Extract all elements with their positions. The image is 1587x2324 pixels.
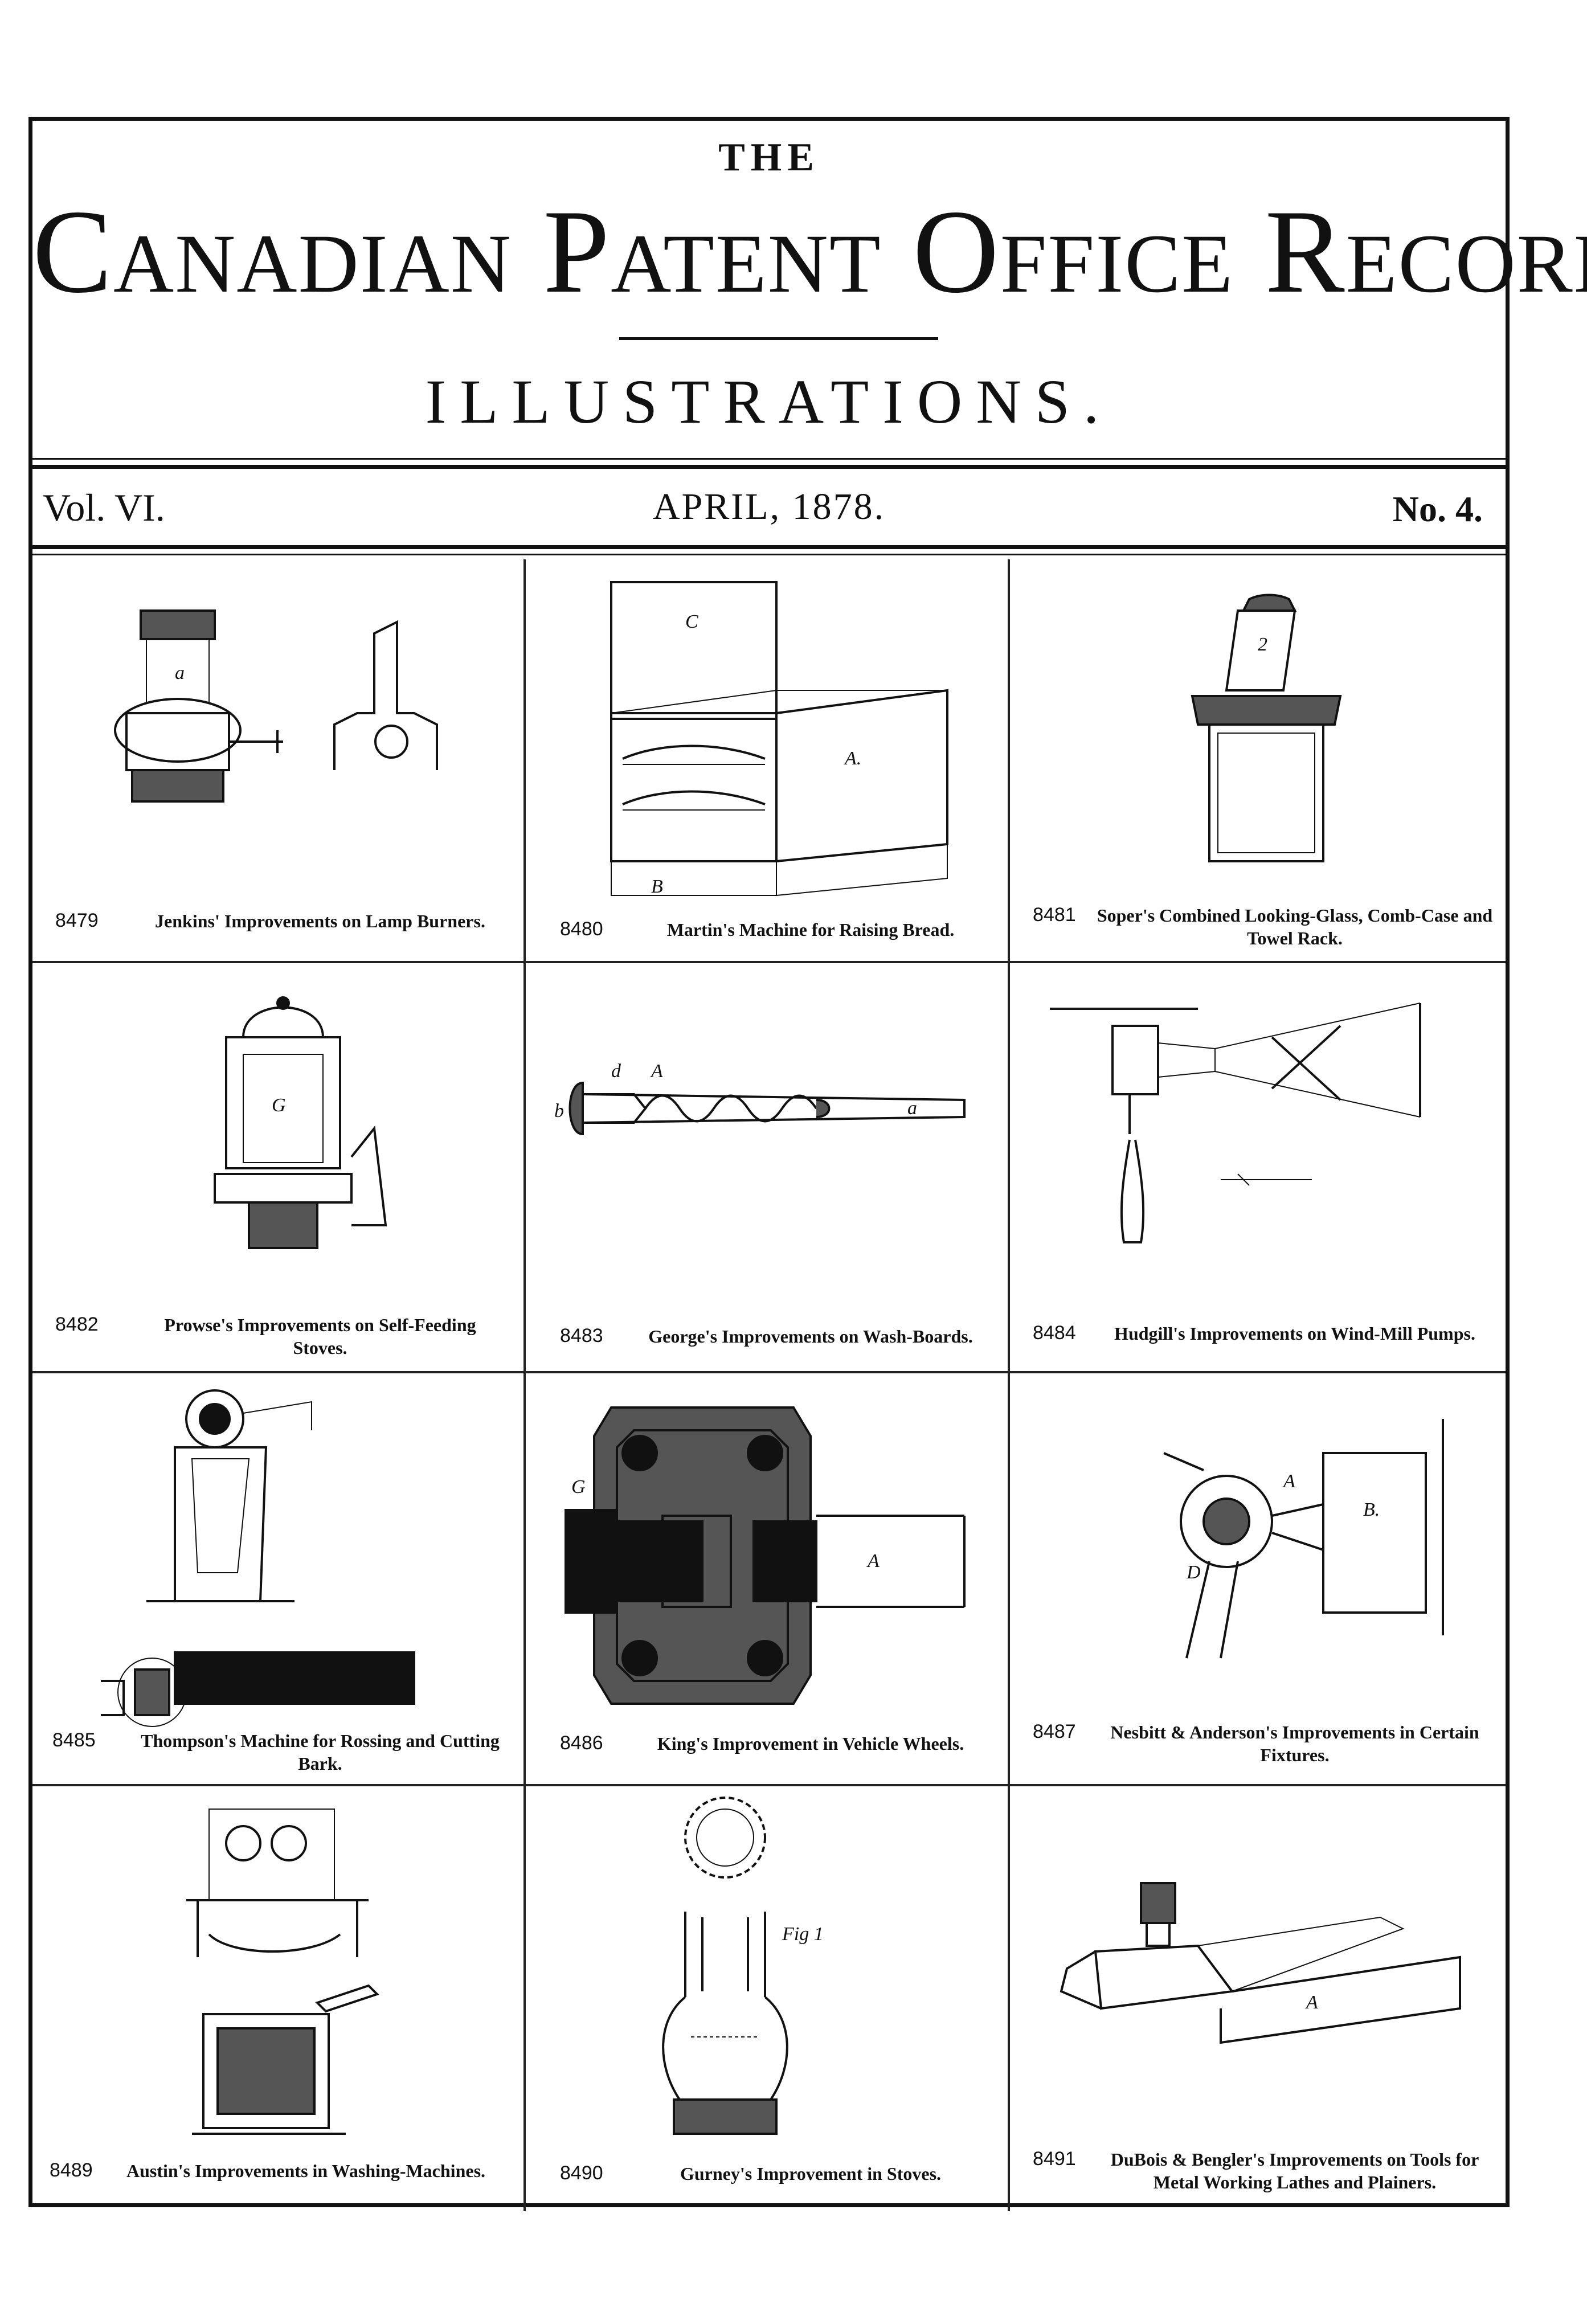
patent-number: 8480 <box>560 918 603 940</box>
patent-caption: Thompson's Machine for Rossing and Cutti… <box>141 1730 500 1774</box>
row-divider <box>32 1371 1506 1373</box>
stove-figure: Fig 1 <box>662 1797 824 2135</box>
washing-machine-figure <box>186 1809 379 2135</box>
patent-cell-8485: 8485 Thompson's Machine for Rossing and … <box>32 1373 523 1784</box>
svg-text:B.: B. <box>1363 1499 1380 1520</box>
header-rule-thin <box>32 458 1506 460</box>
patent-number: 8486 <box>560 1732 603 1754</box>
patent-cell-8479: a 8479 Jenkins' Improvements on Lamp Bur… <box>32 559 523 961</box>
svg-text:2: 2 <box>1258 634 1267 655</box>
svg-text:a: a <box>175 662 185 684</box>
svg-text:A: A <box>866 1550 880 1572</box>
patent-caption: Soper's Combined Looking-Glass, Comb-Cas… <box>1097 905 1493 948</box>
patent-caption: Martin's Machine for Raising Bread. <box>666 919 955 940</box>
patent-number: 8487 <box>1033 1721 1076 1742</box>
patent-cell-8487: B. A D 8487 Nesbitt & Anderson's Improveme… <box>1010 1373 1506 1784</box>
svg-text:A: A <box>1282 1471 1295 1492</box>
patent-caption: Jenkins' Improvements on Lamp Burners. <box>155 911 485 931</box>
header-the: THE <box>718 136 820 179</box>
issue-rule-thick <box>32 545 1506 549</box>
self-feeding-stove-figure: G <box>214 996 387 1249</box>
bread-raising-cabinet-figure: C A. B <box>610 581 948 897</box>
looking-glass-rack-figure: 2 <box>1191 594 1342 862</box>
patent-cell-8490: Fig 1 8490 Gurney's Improvement in Stove… <box>526 1786 1008 2211</box>
patent-number: 8479 <box>55 910 99 931</box>
section-subtitle: ILLUSTRATIONS. <box>425 367 1113 436</box>
svg-text:G: G <box>272 1095 286 1116</box>
patent-cell-8489: 8489 Austin's Improvements in Washing-Ma… <box>32 1786 523 2211</box>
publication-title: Canadian Patent Office Record. <box>32 186 1587 318</box>
svg-text:A: A <box>1305 1992 1318 2013</box>
patent-number: 8490 <box>560 2162 603 2184</box>
patent-caption: King's Improvement in Vehicle Wheels. <box>657 1733 964 1754</box>
patent-caption: Nesbitt & Anderson's Improvements in Cer… <box>1110 1722 1479 1765</box>
patent-number: 8491 <box>1033 2148 1076 2170</box>
patent-caption: Prowse's Improvements on Self-Feeding St… <box>164 1315 476 1358</box>
svg-text:Fig 1: Fig 1 <box>782 1924 824 1945</box>
svg-text:A.: A. <box>844 748 861 769</box>
patent-cell-8481: 2 8481 Soper's Combined Looking-Glass, C… <box>1010 559 1506 961</box>
issue-number: No. 4. <box>1392 489 1483 529</box>
lathe-tool-figure: A <box>1060 1882 1461 2044</box>
lamp-burner-figure: a <box>114 609 438 803</box>
column-divider <box>1008 559 1010 2211</box>
svg-text:D: D <box>1186 1562 1201 1583</box>
wind-mill-pump-figure <box>1050 1003 1421 1243</box>
patent-caption: DuBois & Bengler's Improvements on Tools… <box>1110 2149 1479 2192</box>
bark-rossing-machine-figure <box>101 1389 415 1727</box>
svg-text:C: C <box>685 611 698 632</box>
patent-number: 8485 <box>52 1729 96 1751</box>
issue-rule-thin <box>32 554 1506 555</box>
svg-text:B: B <box>651 876 663 897</box>
patent-caption: Austin's Improvements in Washing-Machine… <box>126 2161 486 2181</box>
title-rule <box>619 337 938 340</box>
fixture-bracket-figure: B. A D <box>1163 1419 1444 1659</box>
svg-text:b: b <box>554 1100 564 1122</box>
issue-date: APRIL, 1878. <box>652 486 886 527</box>
row-divider <box>32 1784 1506 1786</box>
patent-number: 8484 <box>1033 1322 1076 1344</box>
svg-text:G: G <box>571 1476 586 1497</box>
patent-caption: Gurney's Improvement in Stoves. <box>680 2163 942 2184</box>
volume-label: Vol. VI. <box>43 486 165 529</box>
header-rule-thick <box>32 465 1506 469</box>
wash-board-figure: d Aa b <box>554 1061 966 1136</box>
patent-cell-8482: G 8482 Prowse's Improvements on Self-Fee… <box>32 963 523 1371</box>
patent-number: 8489 <box>50 2159 93 2181</box>
patent-caption: Hudgill's Improvements on Wind-Mill Pump… <box>1114 1323 1475 1344</box>
patent-number: 8481 <box>1033 904 1076 926</box>
svg-text:a: a <box>907 1098 917 1119</box>
vehicle-wheel-hub-figure: AG <box>565 1406 966 1705</box>
patent-caption: George's Improvements on Wash-Boards. <box>648 1326 973 1347</box>
patent-cell-8491: A 8491 DuBois & Bengler's Improvements o… <box>1010 1786 1506 2211</box>
patent-number: 8483 <box>560 1325 603 1347</box>
column-divider <box>523 559 526 2211</box>
illustrations-grid: a 8479 Jenkins' Improvements on Lamp Bur… <box>32 559 1506 2211</box>
patent-cell-8480: C A. B 8480 Martin's Machine for Raising B… <box>526 559 1008 961</box>
svg-text:d: d <box>611 1061 621 1082</box>
patent-number: 8482 <box>55 1314 99 1335</box>
page-frame: THE Canadian Patent Office Record. ILLUS… <box>28 117 1587 2211</box>
patent-cell-8484: 8484 Hudgill's Improvements on Wind-Mill… <box>1010 963 1506 1371</box>
row-divider <box>32 961 1506 963</box>
svg-text:A: A <box>650 1061 663 1082</box>
